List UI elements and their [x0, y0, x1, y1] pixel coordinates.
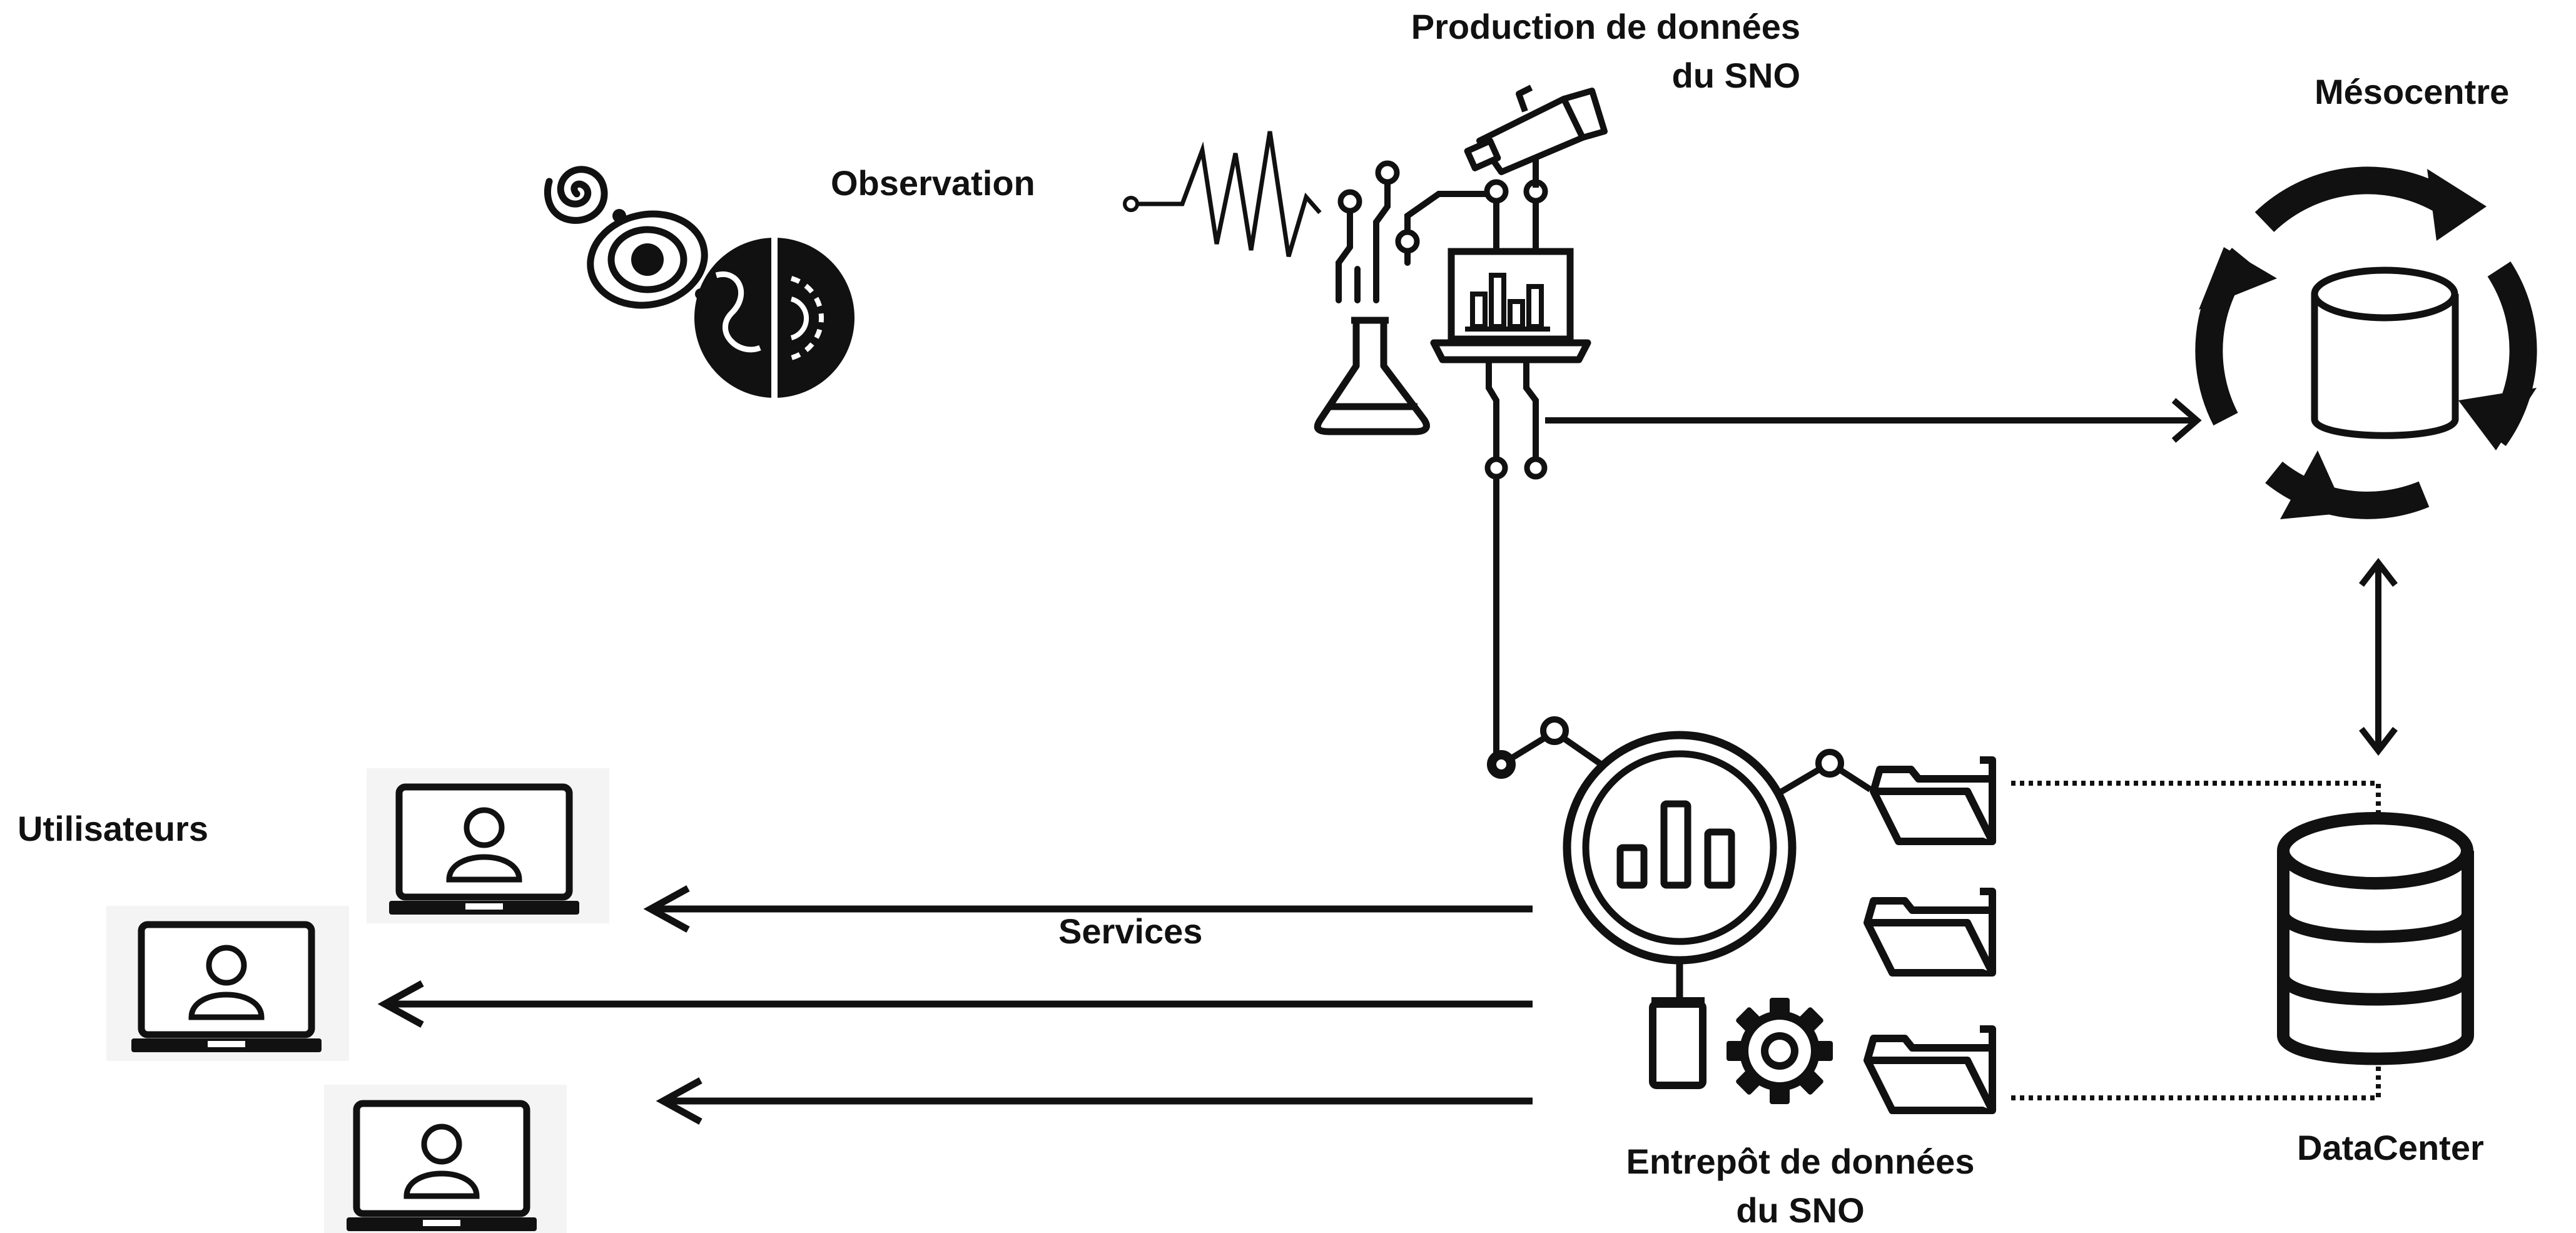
planet-orbit-icon	[587, 209, 708, 309]
entrepot-title-line2: du SNO	[1736, 1190, 1864, 1230]
users-group	[106, 768, 609, 1233]
production-icon-group	[1123, 84, 1608, 480]
telescope-icon	[1464, 84, 1608, 188]
gear-icon	[1727, 998, 1833, 1104]
signal-wave-icon	[1132, 131, 1322, 257]
database-cycle-icon	[2195, 166, 2537, 519]
entrepot-datacenter-dotted-links	[2011, 781, 2381, 1100]
services-label: Services	[1058, 911, 1202, 951]
laptop-user-icon	[324, 1085, 567, 1233]
observation-icon-group	[544, 166, 854, 398]
observation-label: Observation	[831, 163, 1035, 203]
spiral-galaxy-icon	[544, 166, 608, 224]
mesocentre-datacenter-arrow	[2359, 557, 2398, 756]
production-title-line1: Production de données	[1411, 7, 1800, 46]
mesocentre-label: Mésocentre	[2315, 72, 2509, 111]
database-stack-icon	[2277, 812, 2474, 1065]
services-arrows	[377, 885, 1533, 1125]
laptop-user-icon	[367, 768, 609, 923]
laptop-chart-icon	[1430, 248, 1591, 363]
datacenter-label: DataCenter	[2297, 1128, 2484, 1167]
planet-earth-icon	[694, 238, 854, 398]
entrepot-icon-group	[1487, 716, 1996, 1114]
flask-icon	[1314, 317, 1430, 435]
laptop-user-icon	[106, 906, 349, 1061]
utilisateurs-label: Utilisateurs	[18, 809, 208, 848]
magnifier-chart-icon	[1563, 731, 1797, 1089]
entrepot-title-line1: Entrepôt de données	[1626, 1142, 1975, 1181]
folder-icon	[1864, 756, 1996, 1114]
production-title-line2: du SNO	[1672, 56, 1800, 95]
